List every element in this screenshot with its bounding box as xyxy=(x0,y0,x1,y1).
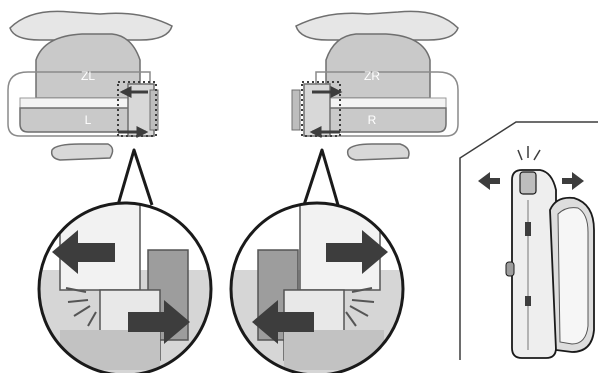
left-controller-illustration: ZL L xyxy=(7,10,173,161)
right-arrow-icon xyxy=(562,172,584,190)
click-burst-icon xyxy=(65,287,97,327)
right-controller-illustration: ZR R xyxy=(291,10,459,161)
left-arrow-icon xyxy=(478,172,500,190)
left-arrow-icon xyxy=(52,230,115,274)
left-zoom-callout xyxy=(37,148,213,373)
click-burst-icon xyxy=(345,287,375,327)
l-label: L xyxy=(85,113,92,127)
side-view-panel xyxy=(459,121,598,360)
right-arrow-icon xyxy=(326,230,388,274)
r-label: R xyxy=(368,113,377,127)
left-arrow-icon xyxy=(252,300,314,344)
zr-label: ZR xyxy=(364,69,380,83)
right-arrow-icon xyxy=(128,300,190,344)
zl-label: ZL xyxy=(81,69,95,83)
click-burst-icon xyxy=(517,146,541,161)
right-zoom-callout xyxy=(229,148,405,373)
